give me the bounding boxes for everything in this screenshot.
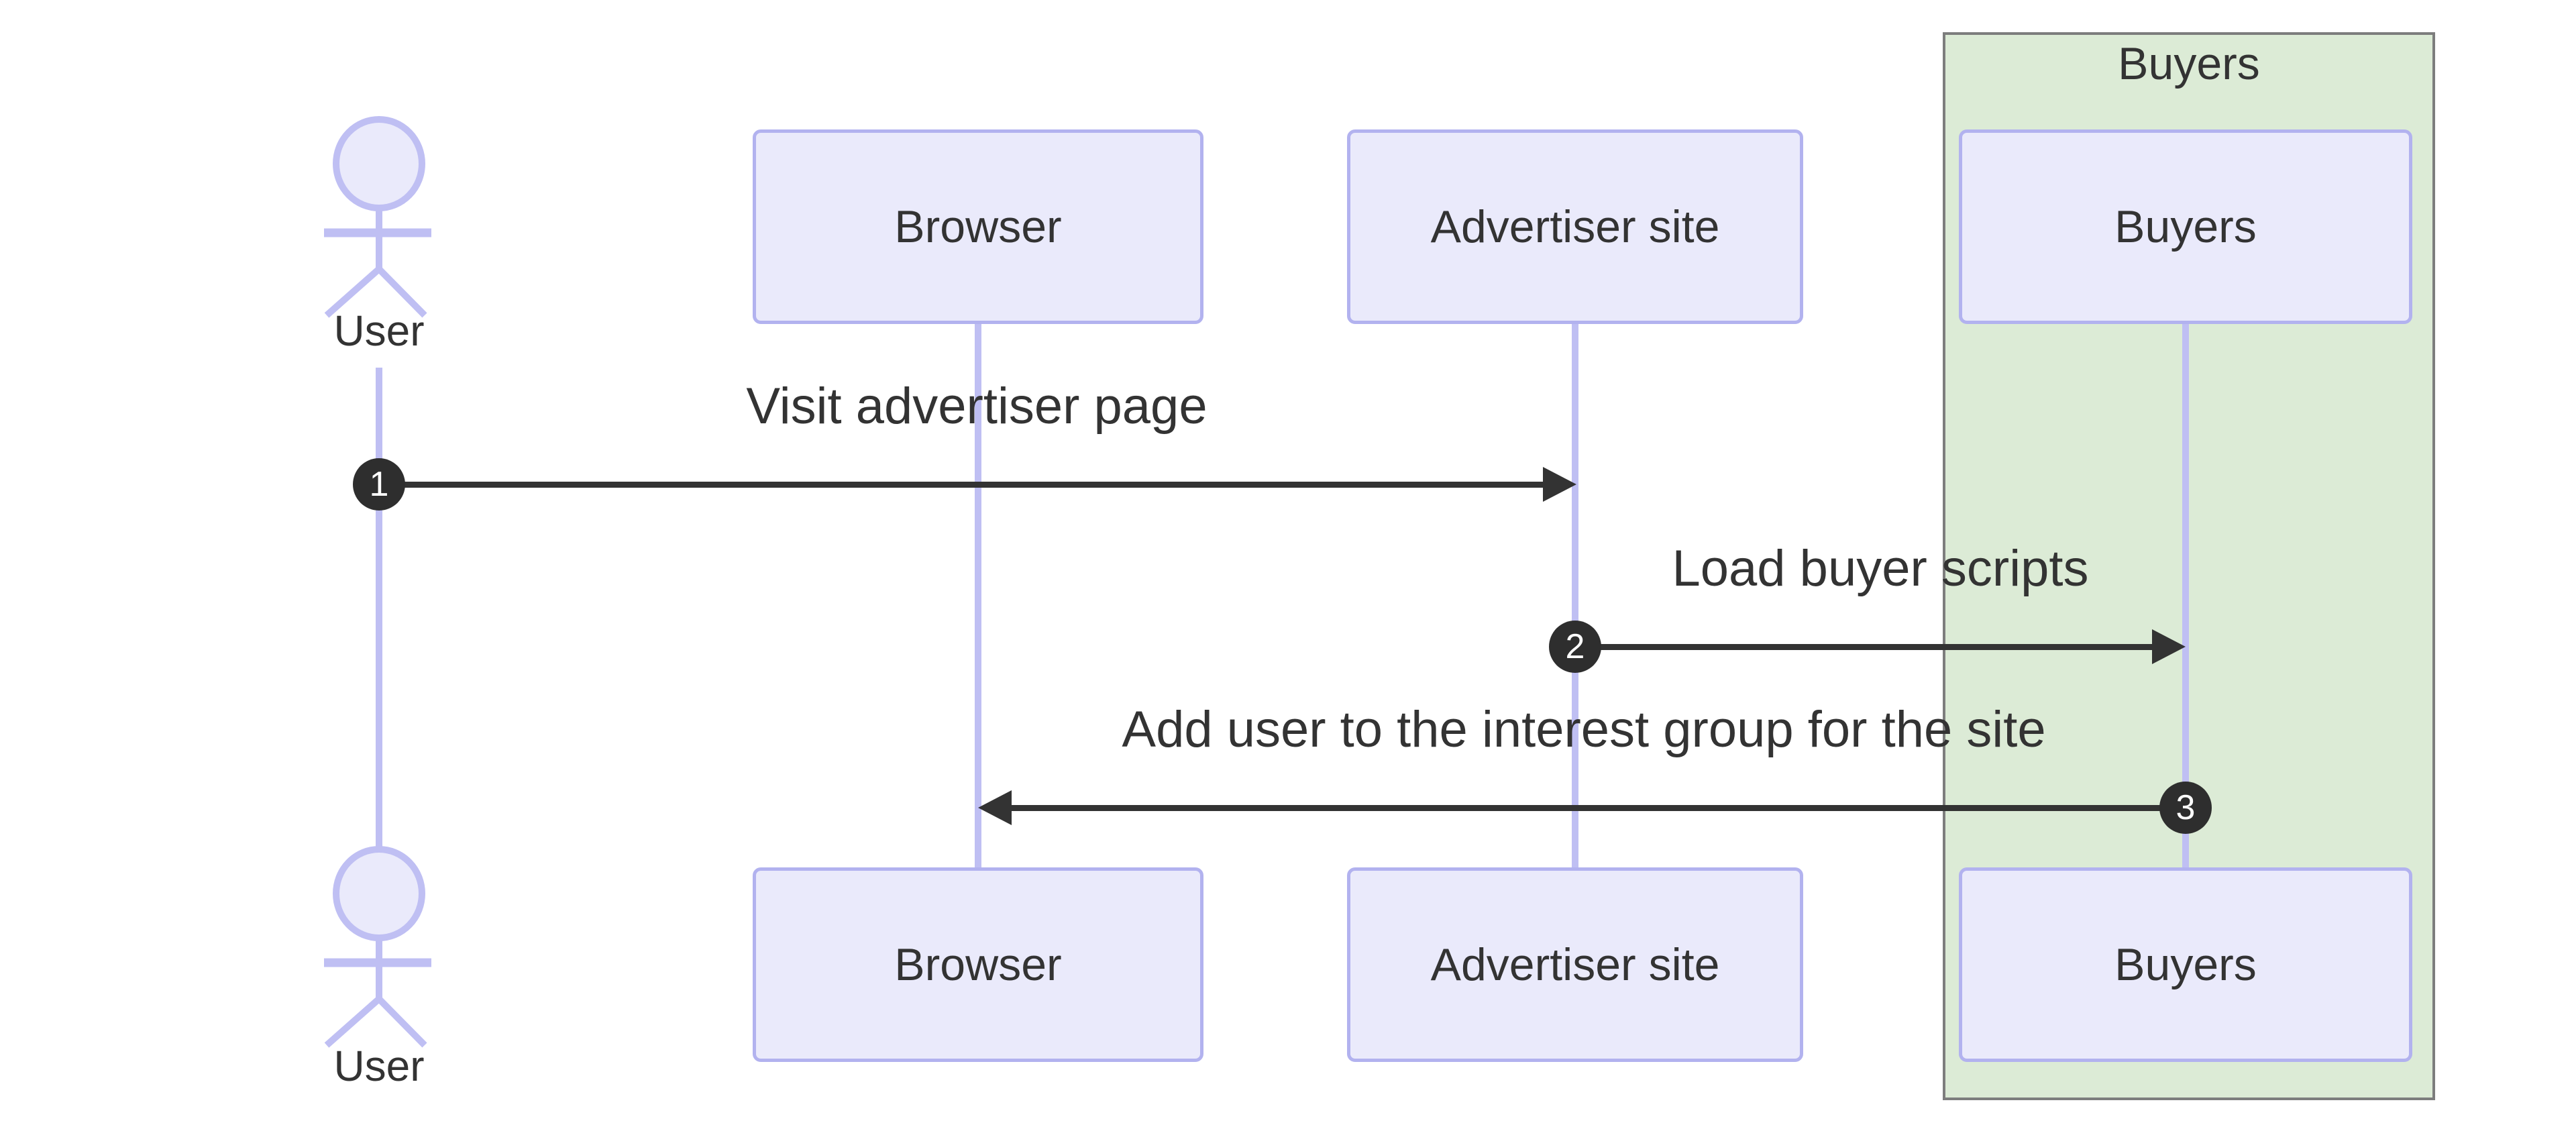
- message-3-arrow-line: [1010, 805, 2186, 811]
- actor-leg-right: [376, 996, 427, 1048]
- actor-user-label-bottom: User: [333, 1042, 425, 1090]
- message-3-label: Add user to the interest group for the s…: [1122, 701, 2046, 758]
- participant-buyers-label: Buyers: [2114, 939, 2257, 990]
- participant-advertiser-label: Advertiser site: [1430, 939, 1720, 990]
- message-2-arrow-line: [1575, 644, 2153, 650]
- participant-buyers-top: Buyers: [1959, 129, 2412, 324]
- arrowhead-left-icon: [978, 790, 1012, 825]
- actor-user-label-top: User: [333, 307, 425, 355]
- participant-buyers-label: Buyers: [2114, 201, 2257, 252]
- message-1-label: Visit advertiser page: [746, 378, 1208, 435]
- lifeline-user: [376, 368, 382, 848]
- message-1-arrow-line: [379, 482, 1544, 488]
- participant-advertiser-bottom: Advertiser site: [1347, 867, 1803, 1062]
- group-buyers-title: Buyers: [2118, 38, 2260, 89]
- actor-leg-left: [324, 996, 382, 1048]
- participant-advertiser-label: Advertiser site: [1430, 201, 1720, 252]
- actor-head: [333, 116, 425, 211]
- actor-head: [333, 846, 425, 941]
- message-2-label: Load buyer scripts: [1672, 540, 2089, 597]
- lifeline-browser: [975, 324, 981, 867]
- participant-browser-bottom: Browser: [753, 867, 1203, 1062]
- participant-buyers-bottom: Buyers: [1959, 867, 2412, 1062]
- actor-leg-left: [324, 266, 382, 318]
- message-2-seq-badge: 2: [1549, 621, 1601, 673]
- message-1-seq-badge: 1: [353, 458, 405, 511]
- participant-browser-top: Browser: [753, 129, 1203, 324]
- actor-leg-right: [376, 266, 427, 318]
- actor-user-figure-bottom: [324, 846, 431, 1048]
- message-3-seq-badge: 3: [2159, 782, 2212, 834]
- arrowhead-right-icon: [1543, 467, 1576, 502]
- participant-browser-label: Browser: [894, 939, 1062, 990]
- actor-user-figure-top: [324, 116, 431, 318]
- arrowhead-right-icon: [2152, 629, 2186, 664]
- participant-advertiser-top: Advertiser site: [1347, 129, 1803, 324]
- participant-browser-label: Browser: [894, 201, 1062, 252]
- lifeline-buyers: [2182, 324, 2189, 867]
- lifeline-advertiser: [1572, 324, 1578, 867]
